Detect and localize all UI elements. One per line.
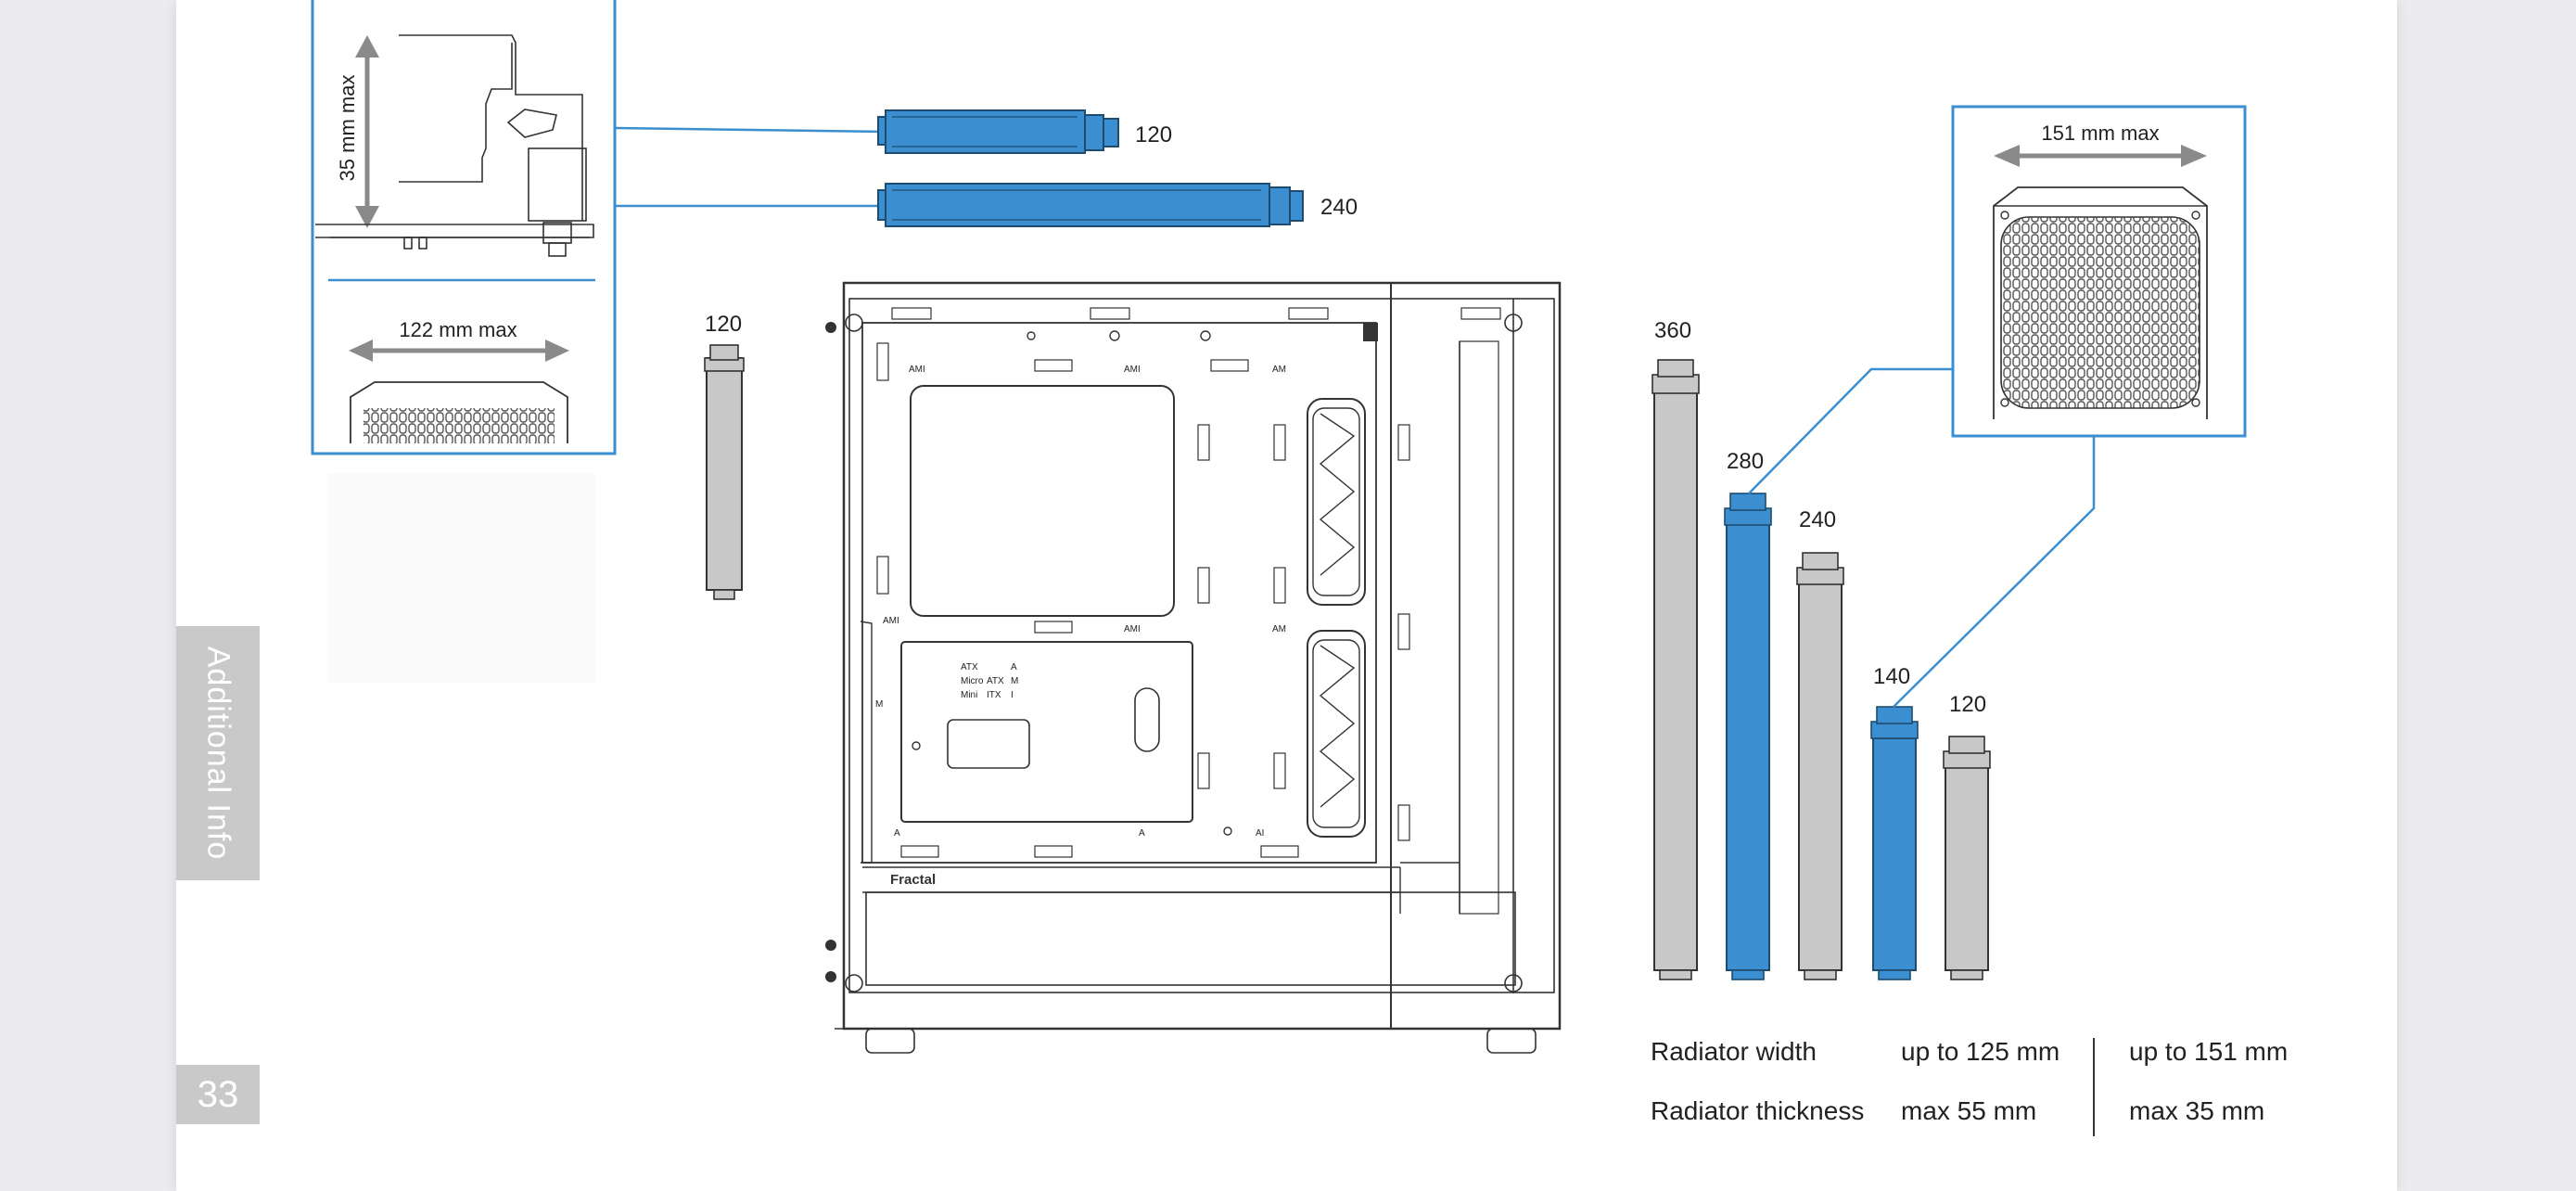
page-number: 33 — [176, 1065, 260, 1124]
top-radiator-120 — [877, 109, 1119, 154]
front-radiator-360 — [1653, 387, 1698, 971]
case-brand-logo: Fractal — [890, 872, 936, 888]
svg-text:I: I — [1011, 690, 1014, 700]
front-radiator-140-label: 140 — [1873, 664, 1910, 689]
front-radiator-240-label: 240 — [1799, 507, 1836, 532]
rear-radiator-120 — [704, 344, 745, 600]
height-label: 35 mm max — [336, 75, 359, 182]
top-radiator-240-label: 240 — [1320, 195, 1358, 220]
spec-row1-value1: up to 125 mm — [1901, 1037, 2060, 1066]
case-side-view — [835, 281, 1562, 1054]
svg-text:A: A — [1139, 828, 1145, 839]
svg-text:AM: AM — [1272, 365, 1286, 375]
front-radiator-120-label: 120 — [1949, 692, 1986, 717]
svg-text:AM: AM — [1272, 624, 1286, 634]
radiator-spec-table: Radiator width up to 125 mm up to 151 mm… — [1651, 1025, 2300, 1146]
front-radiator-280 — [1726, 522, 1770, 971]
svg-text:Mini: Mini — [961, 690, 977, 700]
front-radiator-280-label: 280 — [1727, 449, 1764, 474]
front-radiators — [1651, 359, 1991, 980]
spec-row2-label: Radiator thickness — [1651, 1096, 1865, 1125]
top-clearance-inset: 35 mm max 122 mm max — [311, 0, 617, 455]
front-radiator-240 — [1798, 580, 1843, 971]
svg-text:AMI: AMI — [883, 616, 899, 626]
svg-text:ATX: ATX — [961, 662, 978, 672]
section-tab: Additional Info — [176, 626, 260, 880]
svg-text:AMI: AMI — [909, 365, 925, 375]
svg-text:A: A — [894, 828, 900, 839]
front-radiator-140 — [1872, 737, 1917, 971]
standoff-labels: AMI AMI AM AMI AMI AM M A A AI — [875, 365, 1286, 839]
front-radiator-360-label: 360 — [1654, 318, 1691, 343]
section-tab-label: Additional Info — [200, 646, 236, 861]
svg-text:AI: AI — [1256, 828, 1264, 839]
top-radiator-240 — [877, 183, 1304, 227]
top-radiator-120-label: 120 — [1135, 122, 1172, 147]
spec-row1-value2: up to 151 mm — [2129, 1037, 2289, 1066]
front-radiator-120 — [1945, 765, 1989, 971]
svg-text:A: A — [1011, 662, 1017, 672]
svg-text:AMI: AMI — [1124, 624, 1141, 634]
spec-divider — [2093, 1038, 2095, 1136]
svg-text:Micro: Micro — [961, 676, 984, 686]
rear-radiator-label: 120 — [705, 312, 742, 337]
spec-row2-value1: max 55 mm — [1901, 1096, 2037, 1125]
motherboard-labels: ATX A Micro ATX M Mini ITX I — [961, 662, 1018, 700]
spec-row2-value2: max 35 mm — [2129, 1096, 2265, 1125]
width-label-151: 151 mm max — [2041, 122, 2159, 145]
svg-text:M: M — [875, 699, 883, 710]
svg-text:M: M — [1011, 676, 1018, 686]
svg-text:ATX: ATX — [987, 676, 1004, 686]
svg-text:AMI: AMI — [1124, 365, 1141, 375]
front-clearance-inset: 151 mm max — [1951, 105, 2247, 438]
svg-text:ITX: ITX — [987, 690, 1001, 700]
width-label-122: 122 mm max — [399, 318, 516, 341]
spec-row1-label: Radiator width — [1651, 1037, 1817, 1066]
